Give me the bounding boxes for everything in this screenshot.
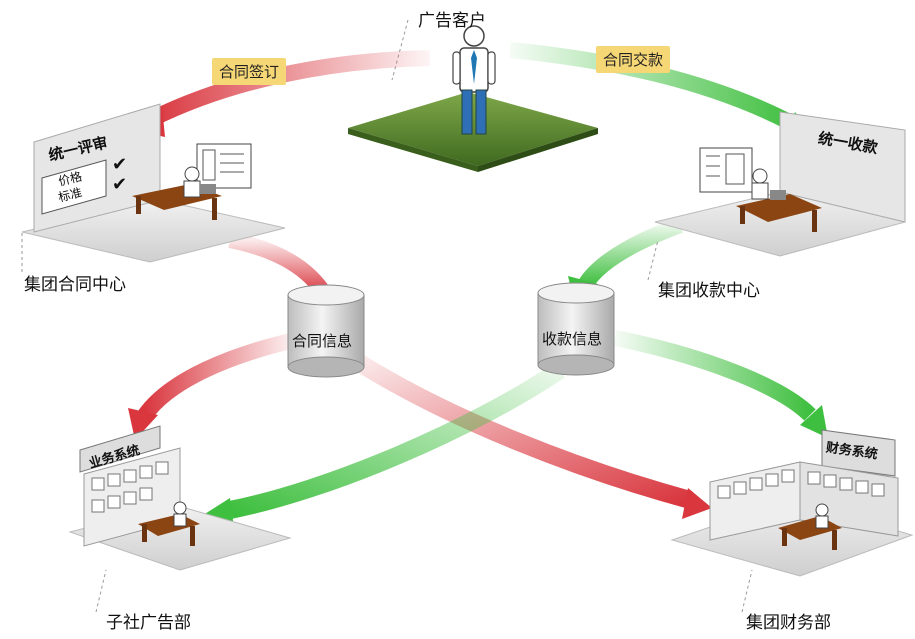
leader-branch	[95, 569, 107, 613]
arrow-contract-pay	[509, 42, 799, 133]
finance-node	[670, 429, 914, 577]
check-mark-2: ✔	[112, 174, 127, 195]
arrow-contract-db-to-finance	[350, 352, 693, 509]
payment-center-label: 集团收款中心	[658, 281, 760, 301]
arrow-contract-db-to-branch	[138, 332, 297, 420]
system-sign	[79, 425, 161, 473]
desk-worker-icon	[699, 147, 822, 232]
desk-worker-icon	[138, 501, 200, 546]
arrow-payment-db-to-finance-head	[800, 405, 828, 438]
businessman-icon	[452, 25, 496, 135]
leader-finance	[741, 569, 753, 613]
contract-center-node: ✔ ✔	[21, 103, 286, 263]
arrow-center-to-payment-db	[578, 217, 683, 290]
arrow-contract-db-to-branch-head	[128, 408, 158, 440]
contract-info-label: 合同信息	[292, 332, 353, 350]
wall-board	[779, 111, 906, 223]
branch-label: 子社广告部	[106, 613, 191, 633]
review-card	[41, 159, 107, 215]
monitor-grid	[717, 469, 885, 499]
system-sign	[821, 429, 896, 477]
payment-info-database	[537, 282, 615, 376]
monitor-grid	[91, 461, 169, 513]
check-mark-1: ✔	[112, 154, 127, 175]
grass-platform	[348, 92, 598, 166]
customer-node	[348, 25, 598, 172]
payment-info-label: 收款信息	[542, 330, 603, 348]
arrow-contract-sign	[146, 50, 431, 128]
desk-worker-icon	[132, 143, 252, 220]
payment-center-node	[654, 111, 906, 257]
branch-node	[68, 425, 292, 571]
arrow-contract-db-to-finance-head	[682, 488, 712, 519]
desk-worker-icon	[778, 503, 842, 550]
customer-label: 广告客户	[418, 11, 486, 31]
contract-pay-tag: 合同交款	[596, 46, 671, 73]
leader-payment-center	[647, 239, 659, 281]
contract-center-label: 集团合同中心	[24, 275, 126, 295]
arrow-payment-db-to-branch	[228, 362, 565, 519]
finance-label: 集团财务部	[746, 613, 831, 633]
contract-sign-tag: 合同签订	[212, 58, 287, 85]
arrow-payment-db-to-finance	[613, 330, 816, 421]
contract-info-database	[287, 284, 365, 378]
leader-lines	[21, 19, 753, 613]
leader-customer	[391, 19, 409, 81]
